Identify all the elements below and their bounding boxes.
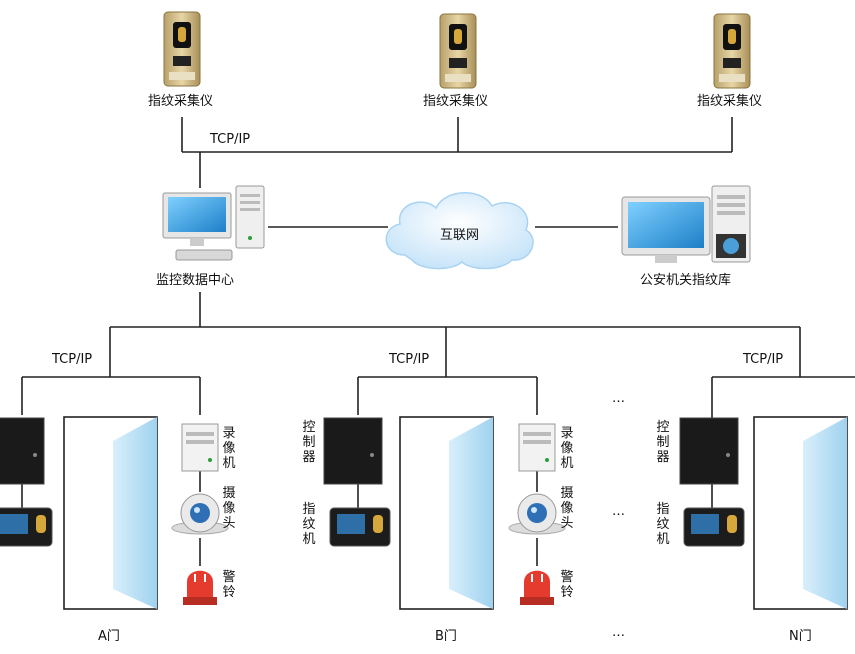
camera-b-label: 摄像头 (560, 486, 574, 531)
internet-label: 互联网 (440, 228, 480, 243)
fingerprint-machine-b-label: 指纹机 (302, 502, 316, 547)
fingerprint-collector-3-label: 指纹采集仪 (697, 94, 763, 109)
controller-n-label: 控制器 (656, 420, 670, 465)
door-n-label: N门 (789, 629, 812, 644)
ellipsis-3: … (612, 625, 625, 640)
fingerprint-collector-3 (713, 13, 751, 89)
camera-a-label: 摄像头 (222, 486, 236, 531)
fingerprint-machine-a-icon (0, 507, 53, 547)
branch-a-network-label: TCP/IP (52, 352, 93, 367)
controller-a-icon (0, 417, 45, 485)
recorder-b-icon (518, 423, 556, 472)
monitor-center-computer-icon (162, 185, 265, 261)
camera-b-icon (508, 493, 566, 535)
door-a-icon (63, 416, 158, 610)
recorder-b-label: 录像机 (560, 426, 574, 471)
monitor-center-label: 监控数据中心 (156, 273, 235, 288)
door-b-label: B门 (435, 629, 457, 644)
alarm-b-icon (520, 570, 554, 605)
fingerprint-machine-b-icon (329, 507, 391, 547)
police-db-label: 公安机关指纹库 (640, 273, 732, 288)
branch-n-network-label: TCP/IP (743, 352, 784, 367)
fingerprint-collector-1-label: 指纹采集仪 (148, 94, 214, 109)
fingerprint-machine-n-label: 指纹机 (656, 502, 670, 547)
branch-b-network-label: TCP/IP (389, 352, 430, 367)
alarm-a-label: 警铃 (222, 570, 236, 600)
door-n-icon (753, 416, 848, 610)
controller-b-icon (323, 417, 383, 485)
fingerprint-collector-1 (163, 11, 201, 87)
recorder-a-label: 录像机 (222, 426, 236, 471)
ellipsis-2: … (612, 504, 625, 519)
controller-b-label: 控制器 (302, 420, 316, 465)
recorder-a-icon (181, 423, 219, 472)
door-b-icon (399, 416, 494, 610)
top-network-label: TCP/IP (210, 132, 251, 147)
alarm-b-label: 警铃 (560, 570, 574, 600)
alarm-a-icon (183, 570, 217, 605)
police-db-computer-icon (621, 185, 751, 263)
controller-n-icon (679, 417, 739, 485)
fingerprint-collector-2-label: 指纹采集仪 (423, 94, 489, 109)
fingerprint-collector-2 (439, 13, 477, 89)
ellipsis-1: … (612, 391, 625, 406)
connection-lines (21, 117, 855, 566)
internet-cloud-icon (385, 192, 534, 270)
camera-a-icon (171, 493, 229, 535)
fingerprint-machine-n-icon (683, 507, 745, 547)
door-a-label: A门 (98, 629, 120, 644)
